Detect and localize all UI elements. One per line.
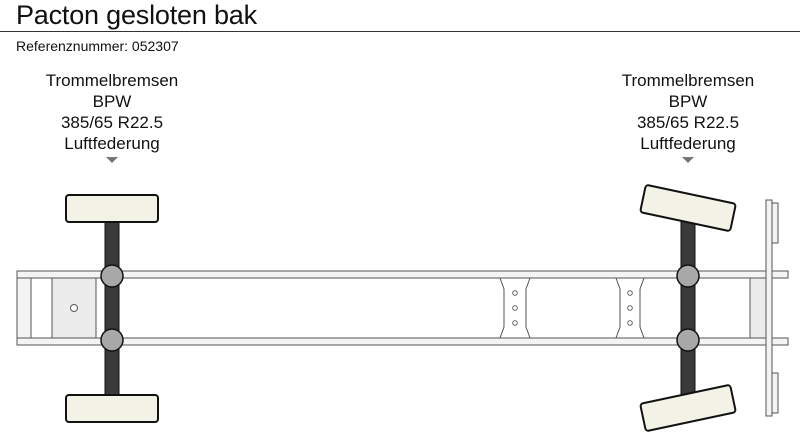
axle-1-brakes: Trommelbremsen — [45, 71, 179, 90]
axle-1-wheel-top — [65, 194, 159, 223]
axle-1-tire-size: 385/65 R22.5 — [60, 113, 164, 132]
axle-1-shaft — [104, 220, 120, 396]
cross-member-1-hole — [512, 305, 518, 311]
axle-2-marker-icon — [682, 157, 694, 163]
axle-1-hub-top — [100, 264, 124, 288]
rear-cross-member — [749, 277, 767, 339]
page-title: Pacton gesloten bak — [16, 0, 257, 30]
rear-light-bottom — [771, 372, 779, 414]
cross-member-1-hole — [512, 320, 518, 326]
cross-member-2-hole — [627, 320, 633, 326]
frame-front-end — [16, 277, 32, 339]
axle-1-hub-bottom — [100, 328, 124, 352]
rear-light-top — [771, 202, 779, 244]
axle-2-wheel-bottom — [639, 384, 737, 432]
axle-2-hub-top — [676, 264, 700, 288]
axle-1-marker-icon — [106, 157, 118, 163]
axle-2-hub-bottom — [676, 328, 700, 352]
axle-2-spec: Trommelbremsen BPW 385/65 R22.5 Luftfede… — [588, 70, 788, 154]
cross-member-1-hole — [512, 290, 518, 296]
axle-1-suspension: Luftfederung — [64, 134, 160, 153]
axle-2-suspension: Luftfederung — [640, 134, 736, 153]
rear-bumper-bar — [765, 199, 773, 417]
kingpin — [70, 304, 78, 312]
frame-rail-bottom — [16, 337, 789, 346]
reference-number: Referenznummer: 052307 — [16, 38, 179, 54]
axle-1-spec: Trommelbremsen BPW 385/65 R22.5 Luftfede… — [12, 70, 212, 154]
axle-2-brakes: Trommelbremsen — [621, 71, 755, 90]
axle-2-shaft — [680, 213, 696, 401]
cross-member-2-hole — [627, 290, 633, 296]
axle-2-manufacturer: BPW — [668, 92, 708, 111]
axle-1-wheel-bottom — [65, 394, 159, 423]
frame-rail-top — [16, 270, 789, 279]
title-divider — [0, 31, 800, 32]
axle-2-wheel-top — [639, 184, 737, 232]
cross-member-2-hole — [627, 305, 633, 311]
axle-1-manufacturer: BPW — [92, 92, 132, 111]
axle-2-tire-size: 385/65 R22.5 — [636, 113, 740, 132]
